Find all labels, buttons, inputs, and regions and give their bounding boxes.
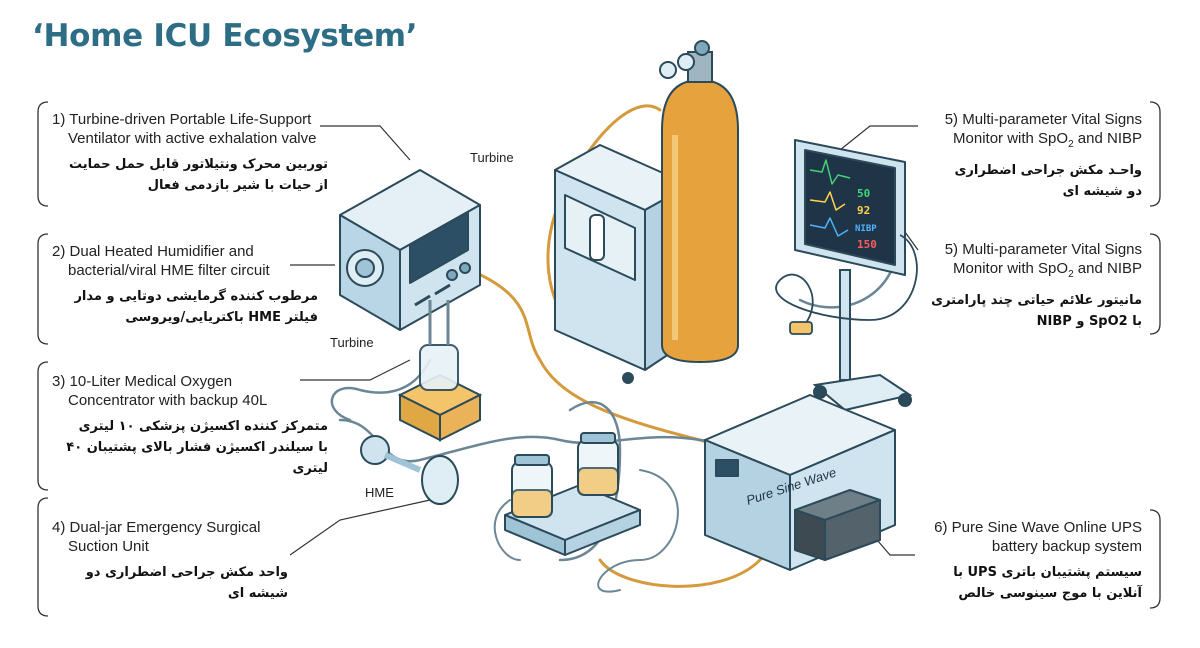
leader-5a <box>839 125 918 151</box>
ups-battery <box>794 489 881 561</box>
ventilator <box>339 169 481 331</box>
card-fa-line1: واحد مکش جراحی اضطراری دو <box>85 565 288 580</box>
monitor-hr: 50 <box>857 187 870 200</box>
tube-grey-3 <box>330 358 432 422</box>
card-title-line2: Monitor with SpO <box>953 130 1069 147</box>
card-fa-line2: با SpO2 و NIBP <box>1036 314 1142 329</box>
humidifier <box>397 300 483 442</box>
bracket-2 <box>37 233 49 345</box>
monitor-stand <box>812 269 913 412</box>
card-fa-line2: دو شیشه ای <box>1062 184 1142 199</box>
card-title-line2: battery backup system <box>991 538 1142 555</box>
card-vital-monitor-1: 5) Multi-parameter Vital Signs Monitor w… <box>880 110 1142 202</box>
monitor-nibp: NIBP <box>855 224 877 234</box>
card-title-sub: 2 <box>1068 139 1074 150</box>
card-title-line1: Pure Sine Wave Online UPS <box>951 519 1142 536</box>
card-title-line2: Suction Unit <box>68 538 149 555</box>
leader-4 <box>289 499 431 556</box>
card-fa-line1: متمرکز کننده اکسیژن پزشکی ۱۰ لیتری <box>78 419 328 434</box>
card-oxygen-concentrator: 3) 10-Liter Medical Oxygen Concentrator … <box>48 372 348 479</box>
card-fa-line2: از حیات با شیر بازدمی فعال <box>147 178 328 193</box>
card-ups: 6) Pure Sine Wave Online UPS battery bac… <box>880 518 1142 604</box>
card-title-line1: Multi-parameter Vital Signs <box>962 241 1142 258</box>
card-number: 1) <box>52 111 66 128</box>
card-title-line1: Multi-parameter Vital Signs <box>962 111 1142 128</box>
tube-grey-5 <box>597 469 679 593</box>
card-humidifier: 2) Dual Heated Humidifier and bacterial/… <box>48 242 348 328</box>
card-title-line2: Ventilator with active exhalation valve <box>68 130 317 147</box>
tube-grey-6 <box>493 499 521 561</box>
card-title-line2: Concentrator with backup 40L <box>68 392 268 409</box>
card-fa-line2: با سیلندر اکسیژن فشار بالای پشتیبان ۴۰ <box>66 440 328 455</box>
card-fa-line2: فیلتر HME باکتریایی/ویروسی <box>125 310 318 325</box>
card-title-line2-end: and NIBP <box>1073 130 1142 147</box>
card-title-line2: bacterial/viral HME filter circuit <box>68 262 270 279</box>
card-number: 4) <box>52 519 66 536</box>
turbine-label-top: Turbine <box>470 150 514 165</box>
tube-grey-4 <box>558 400 622 562</box>
card-title-line2-end: and NIBP <box>1073 260 1142 277</box>
card-title-sub: 2 <box>1068 269 1074 280</box>
bracket-1 <box>37 101 49 207</box>
bracket-6 <box>1149 509 1161 609</box>
card-number: 5) <box>944 111 959 128</box>
card-fa-line2: شیشه ای <box>227 586 288 601</box>
card-number: 5) <box>944 241 959 258</box>
card-fa-line1: مرطوب کننده گرمایشی دوتایی و مدار <box>74 289 318 304</box>
card-number: 2) <box>52 243 66 260</box>
vital-signs-monitor <box>794 139 906 276</box>
leader-5b <box>904 231 919 251</box>
card-suction-unit: 4) Dual-jar Emergency Surgical Suction U… <box>48 518 348 604</box>
bracket-5b <box>1149 233 1161 335</box>
card-fa-line1: مانیتور علائم حیاتی چند پارامتری <box>931 293 1142 308</box>
turbine-label-bottom: Turbine <box>330 335 374 350</box>
card-fa-line2: آنلاین با موج سینوسی خالص <box>958 586 1142 601</box>
card-fa-line3: لیتری <box>292 461 329 476</box>
page-title: ‘Home ICU Ecosystem’ <box>32 18 418 54</box>
suction-unit <box>504 432 641 556</box>
card-title-line1: Turbine-driven Portable Life-Support <box>69 111 312 128</box>
card-title-line1: 10-Liter Medical Oxygen <box>69 373 233 390</box>
card-title-line1: Dual Heated Humidifier and <box>69 243 254 260</box>
card-fa-line1: سیستم پشتیبان باتری UPS با <box>953 565 1142 580</box>
card-ventilator: 1) Turbine-driven Portable Life-Support … <box>48 110 348 196</box>
card-vital-monitor-2: 5) Multi-parameter Vital Signs Monitor w… <box>880 240 1142 332</box>
card-fa-line1: توربین محرک ونتیلاتور قابل حمل حمایت <box>69 157 328 172</box>
monitor-bp: 150 <box>857 238 877 251</box>
card-title-line1: Dual-jar Emergency Surgical <box>69 519 261 536</box>
card-number: 3) <box>52 373 66 390</box>
monitor-spo2: 92 <box>857 204 870 217</box>
bracket-3 <box>37 361 49 491</box>
oxygen-cylinder <box>659 40 739 364</box>
hme-filter <box>360 435 459 505</box>
bracket-4 <box>37 497 49 617</box>
card-number: 6) <box>934 519 948 536</box>
leader-3 <box>300 359 411 381</box>
card-title-line2: Monitor with SpO <box>953 260 1069 277</box>
card-fa-line1: واحـد مکش جراحی اضطراری <box>954 163 1142 178</box>
hme-label: HME <box>365 485 394 500</box>
leader-1 <box>320 125 411 161</box>
bracket-5a <box>1149 101 1161 207</box>
spo2-sensor <box>775 234 918 335</box>
